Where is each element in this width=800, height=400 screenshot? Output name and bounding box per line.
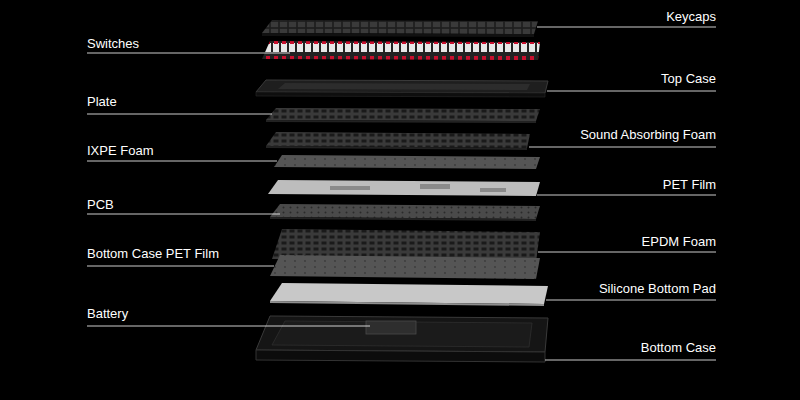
switches-layer: [262, 41, 540, 60]
pet-film-layer: [268, 180, 540, 196]
part-label: Switches: [87, 36, 139, 52]
part-label: Silicone Bottom Pad: [599, 281, 716, 297]
top-case-layer: [256, 80, 548, 97]
silicone-pad-layer: [270, 283, 548, 306]
part-label: Sound Absorbing Foam: [580, 127, 716, 143]
pcb-layer: [270, 204, 540, 221]
battery: [366, 321, 416, 334]
part-label: IXPE Foam: [87, 143, 153, 159]
sound-foam-layer: [266, 132, 530, 150]
part-label: EPDM Foam: [642, 234, 716, 250]
ixpe-foam-layer: [274, 155, 540, 169]
part-label: Top Case: [661, 71, 716, 87]
plate-layer: [266, 108, 540, 123]
bottom-pet-film-layer: [270, 255, 540, 279]
part-label: Battery: [87, 306, 128, 322]
keycaps-layer: [262, 20, 538, 37]
part-label: Bottom Case PET Film: [87, 246, 219, 262]
bottom-case-layer: [256, 316, 548, 362]
part-label: Keycaps: [666, 9, 716, 25]
leader-lines: [87, 27, 716, 360]
part-label: Bottom Case: [641, 340, 716, 356]
part-label: Plate: [87, 94, 117, 110]
part-label: PCB: [87, 197, 114, 213]
part-label: PET Film: [663, 177, 716, 193]
